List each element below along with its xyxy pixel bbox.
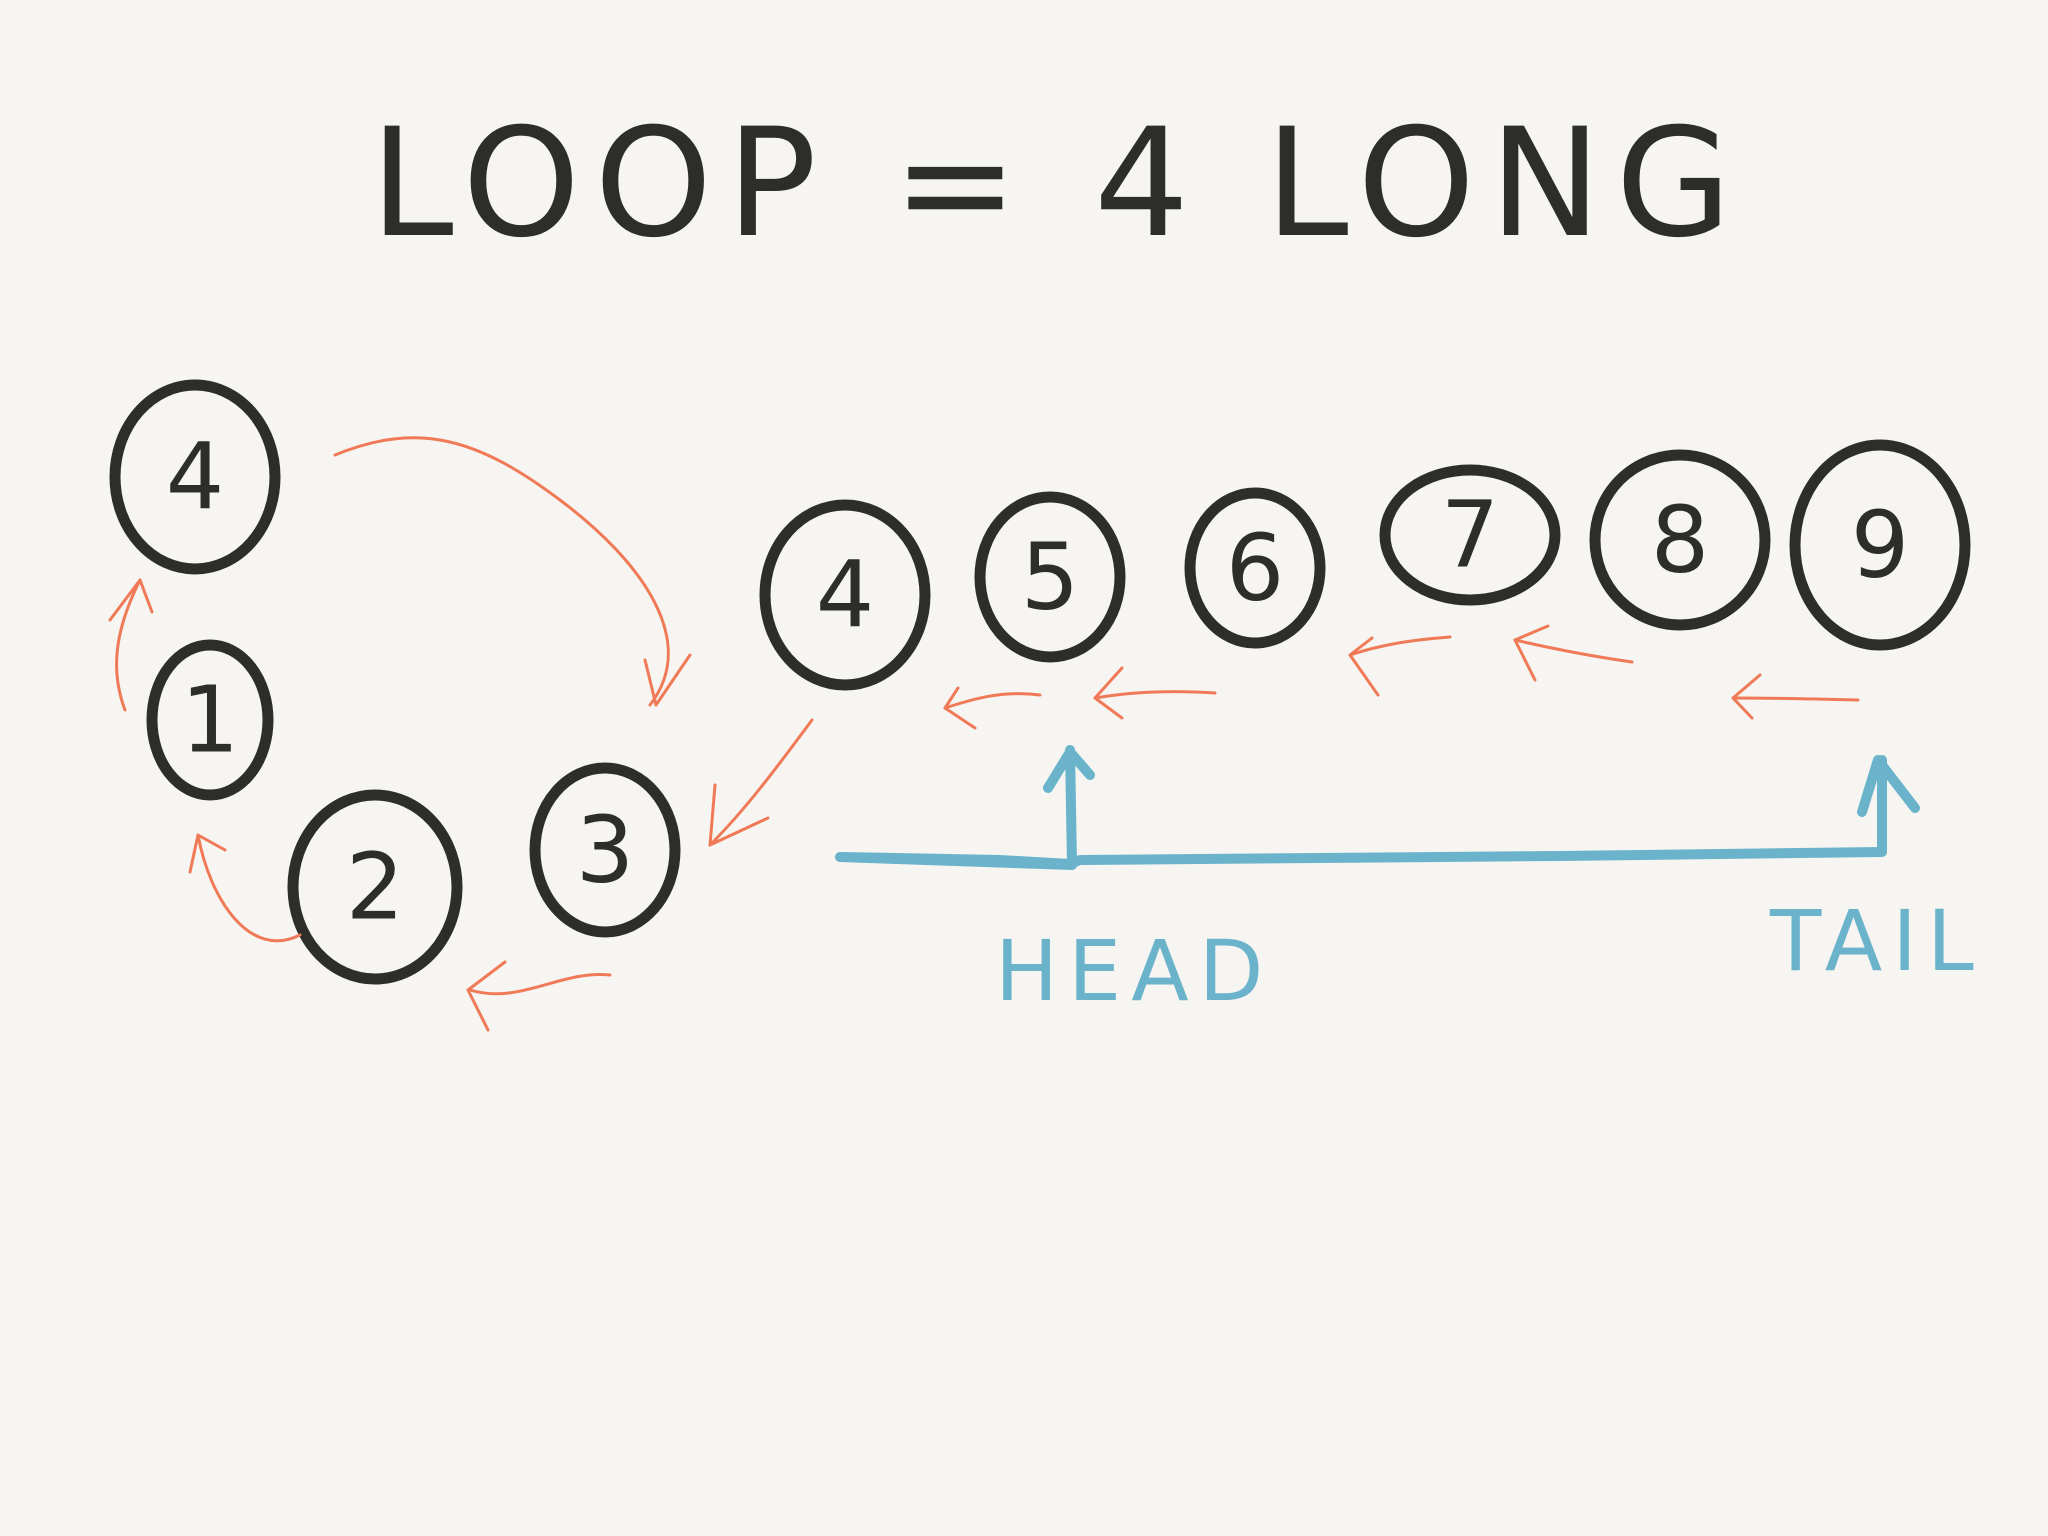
chain-node: 5 bbox=[974, 491, 1126, 663]
loop-node-label: 4 bbox=[166, 424, 225, 531]
arrow-shaft bbox=[1093, 690, 1217, 700]
arrowhead-icon bbox=[466, 960, 507, 1032]
chain-node-label: 9 bbox=[1851, 492, 1910, 599]
diagram-title: LOOP = 4 LONG bbox=[370, 97, 1746, 271]
arrowhead-icon bbox=[1348, 636, 1380, 697]
chain-node-circle bbox=[1184, 487, 1326, 649]
arrow-3-to-2 bbox=[466, 960, 612, 1032]
arrow-4-to-3 bbox=[333, 436, 692, 707]
arrow-8-to-7 bbox=[1513, 624, 1634, 682]
arrow-shaft bbox=[196, 833, 302, 943]
arrow-chain4-to-3 bbox=[708, 718, 814, 847]
arrowhead-icon bbox=[108, 578, 154, 622]
head-pointer-line bbox=[1065, 745, 1077, 870]
arrow-6-to-5 bbox=[1093, 666, 1217, 720]
arrow-shaft bbox=[1731, 696, 1860, 702]
loop-node: 4 bbox=[109, 379, 281, 575]
arrow-shaft bbox=[708, 718, 814, 847]
arrow-7-to-6 bbox=[1348, 635, 1452, 697]
loop-node: 2 bbox=[287, 789, 463, 985]
arrowhead-icon bbox=[643, 653, 692, 707]
arrow-shaft bbox=[115, 578, 142, 712]
arrow-2-to-1 bbox=[188, 833, 302, 943]
loop-node-label: 1 bbox=[181, 667, 240, 774]
pointer-line bbox=[835, 755, 1887, 870]
head-arrowhead-icon bbox=[1043, 747, 1095, 793]
chain-node-circle bbox=[1379, 464, 1561, 606]
tail-arrowhead-icon bbox=[1857, 755, 1920, 817]
arrowhead-icon bbox=[188, 833, 227, 874]
arrowhead-icon bbox=[708, 783, 770, 847]
chain-node-label: 6 bbox=[1226, 515, 1285, 622]
loop-node-circle bbox=[146, 639, 274, 801]
chain-node: 8 bbox=[1589, 449, 1771, 631]
chain-node-label: 7 bbox=[1441, 482, 1500, 589]
chain-node: 4 bbox=[759, 499, 931, 691]
arrow-shaft bbox=[333, 436, 670, 707]
arrowhead-icon bbox=[943, 686, 977, 730]
arrow-1-to-4 bbox=[108, 578, 154, 712]
arrowhead-icon bbox=[1093, 666, 1124, 720]
arrowhead-icon bbox=[1731, 673, 1762, 720]
arrow-shaft bbox=[1348, 635, 1452, 657]
loop-node-label: 2 bbox=[346, 834, 405, 941]
chain-node: 6 bbox=[1184, 487, 1326, 649]
chain-node-circle bbox=[1589, 449, 1771, 631]
loop-node: 1 bbox=[146, 639, 274, 801]
arrow-9-to-8 bbox=[1731, 673, 1860, 720]
chain-node-circle bbox=[1789, 439, 1971, 651]
pointer-bracket bbox=[835, 745, 1920, 870]
chain-node-circle bbox=[759, 499, 931, 691]
loop-node-circle bbox=[529, 762, 681, 938]
arrow-shaft bbox=[943, 692, 1042, 710]
arrow-shaft bbox=[1513, 638, 1634, 664]
arrow-5-to-4 bbox=[943, 686, 1042, 730]
loop-node-circle bbox=[109, 379, 281, 575]
chain-node-label: 8 bbox=[1651, 487, 1710, 594]
tail-label: TAIL bbox=[1769, 892, 1984, 990]
chain-node-label: 4 bbox=[816, 542, 875, 649]
chain-node: 7 bbox=[1379, 464, 1561, 606]
arrow-shaft bbox=[468, 973, 612, 996]
chain-node-label: 5 bbox=[1021, 524, 1080, 631]
loop-node-label: 3 bbox=[576, 797, 635, 904]
head-label: HEAD bbox=[995, 922, 1273, 1020]
chain-node: 9 bbox=[1789, 439, 1971, 651]
loop-node-circle bbox=[287, 789, 463, 985]
loop-node: 3 bbox=[529, 762, 681, 938]
arrowhead-icon bbox=[1513, 624, 1550, 682]
chain-node-circle bbox=[974, 491, 1126, 663]
